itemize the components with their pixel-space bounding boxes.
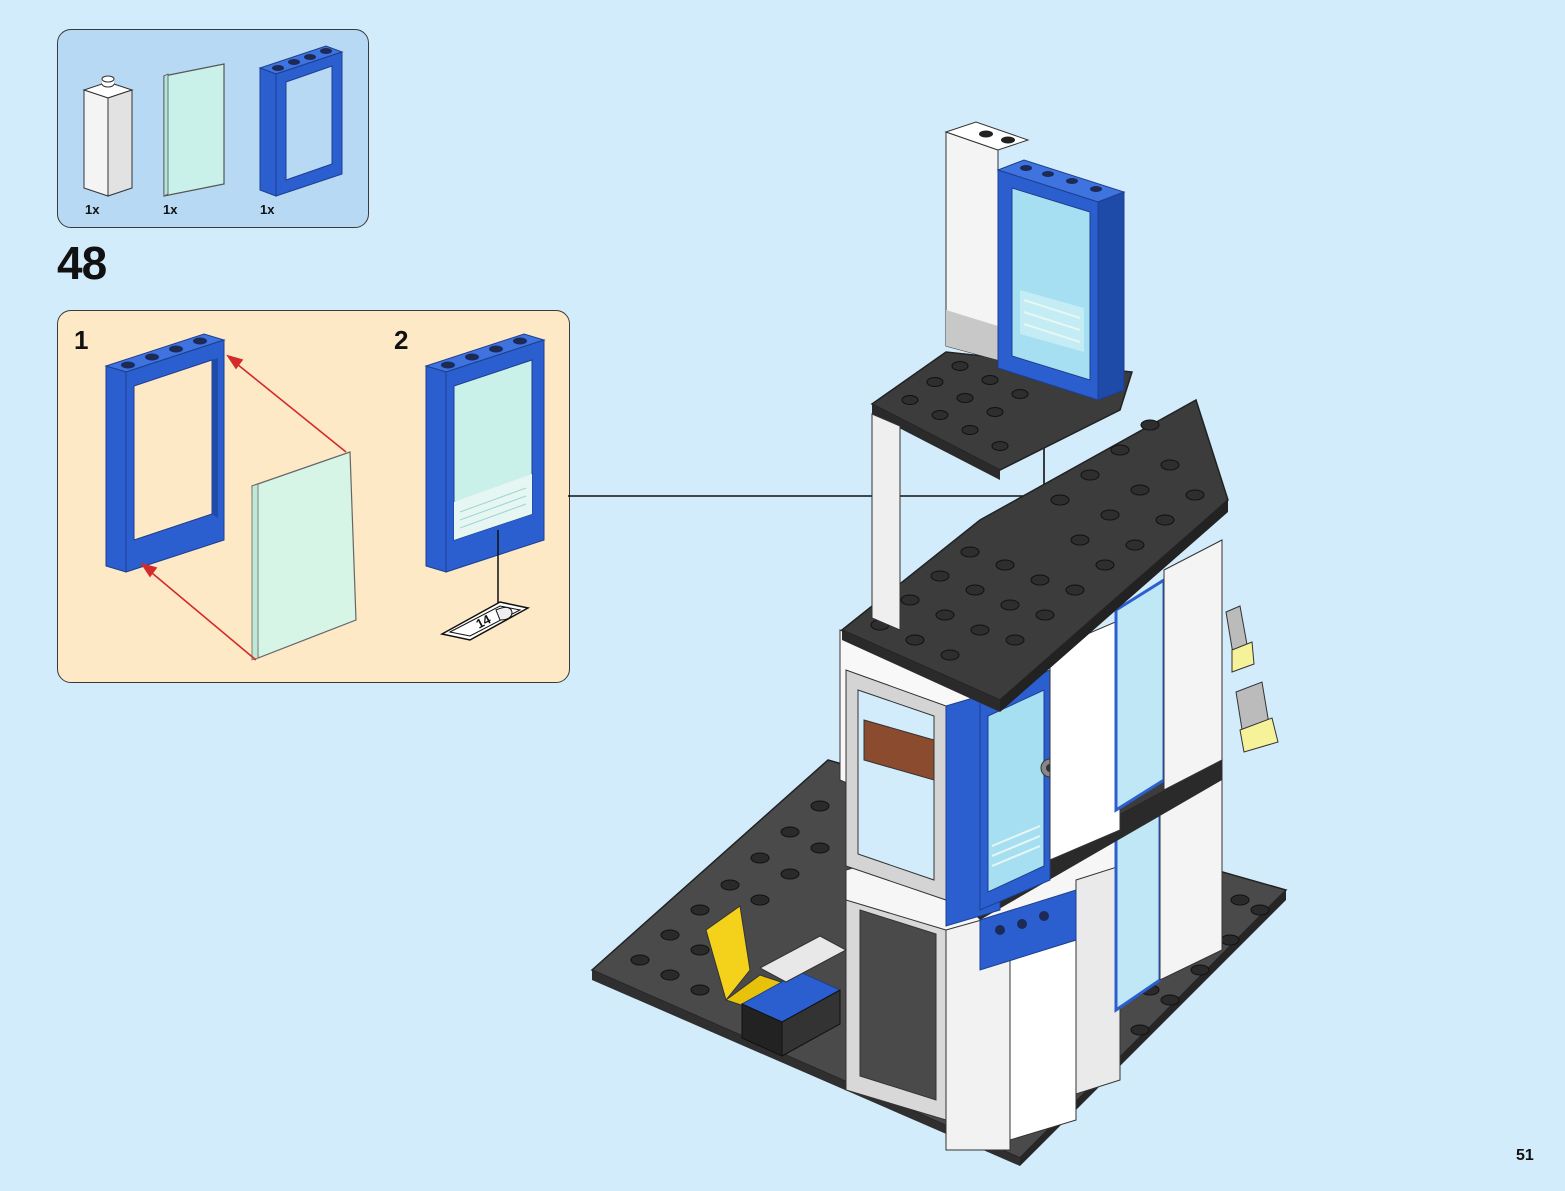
- top-plate: [840, 398, 1229, 712]
- blue-window-frame-icon: [104, 333, 226, 573]
- page-number: 51: [1516, 1147, 1534, 1164]
- first-floor: [839, 539, 1223, 927]
- part-qty-1: 1x: [85, 202, 100, 217]
- top-plate-studs: [870, 419, 1205, 661]
- substep-2-illustration: [424, 333, 546, 622]
- new-window-placed: [996, 159, 1126, 401]
- part-qty-3: 1x: [260, 202, 275, 217]
- substep-label-1: 1: [74, 325, 89, 355]
- red-assembly-arrow: [140, 354, 347, 661]
- assembled-window-icon: [424, 333, 546, 573]
- upper-pillars: [871, 121, 1030, 631]
- substep-label-2: 2: [394, 325, 409, 355]
- yellow-chair: [705, 905, 792, 1011]
- substep-1-illustration: [104, 333, 357, 661]
- step-number: 48: [57, 237, 107, 289]
- glass-pane-icon: [163, 63, 225, 197]
- upper-deck-studs: [901, 361, 1029, 451]
- searchlight: [1225, 605, 1279, 753]
- part-qty-2: 1x: [163, 202, 178, 217]
- glass-pane-icon: [251, 451, 357, 661]
- blue-window-frame-icon: [258, 45, 344, 197]
- white-brick-1x1x3-icon: [82, 75, 134, 197]
- desk: [740, 935, 848, 1057]
- sticker-callout: [439, 601, 531, 641]
